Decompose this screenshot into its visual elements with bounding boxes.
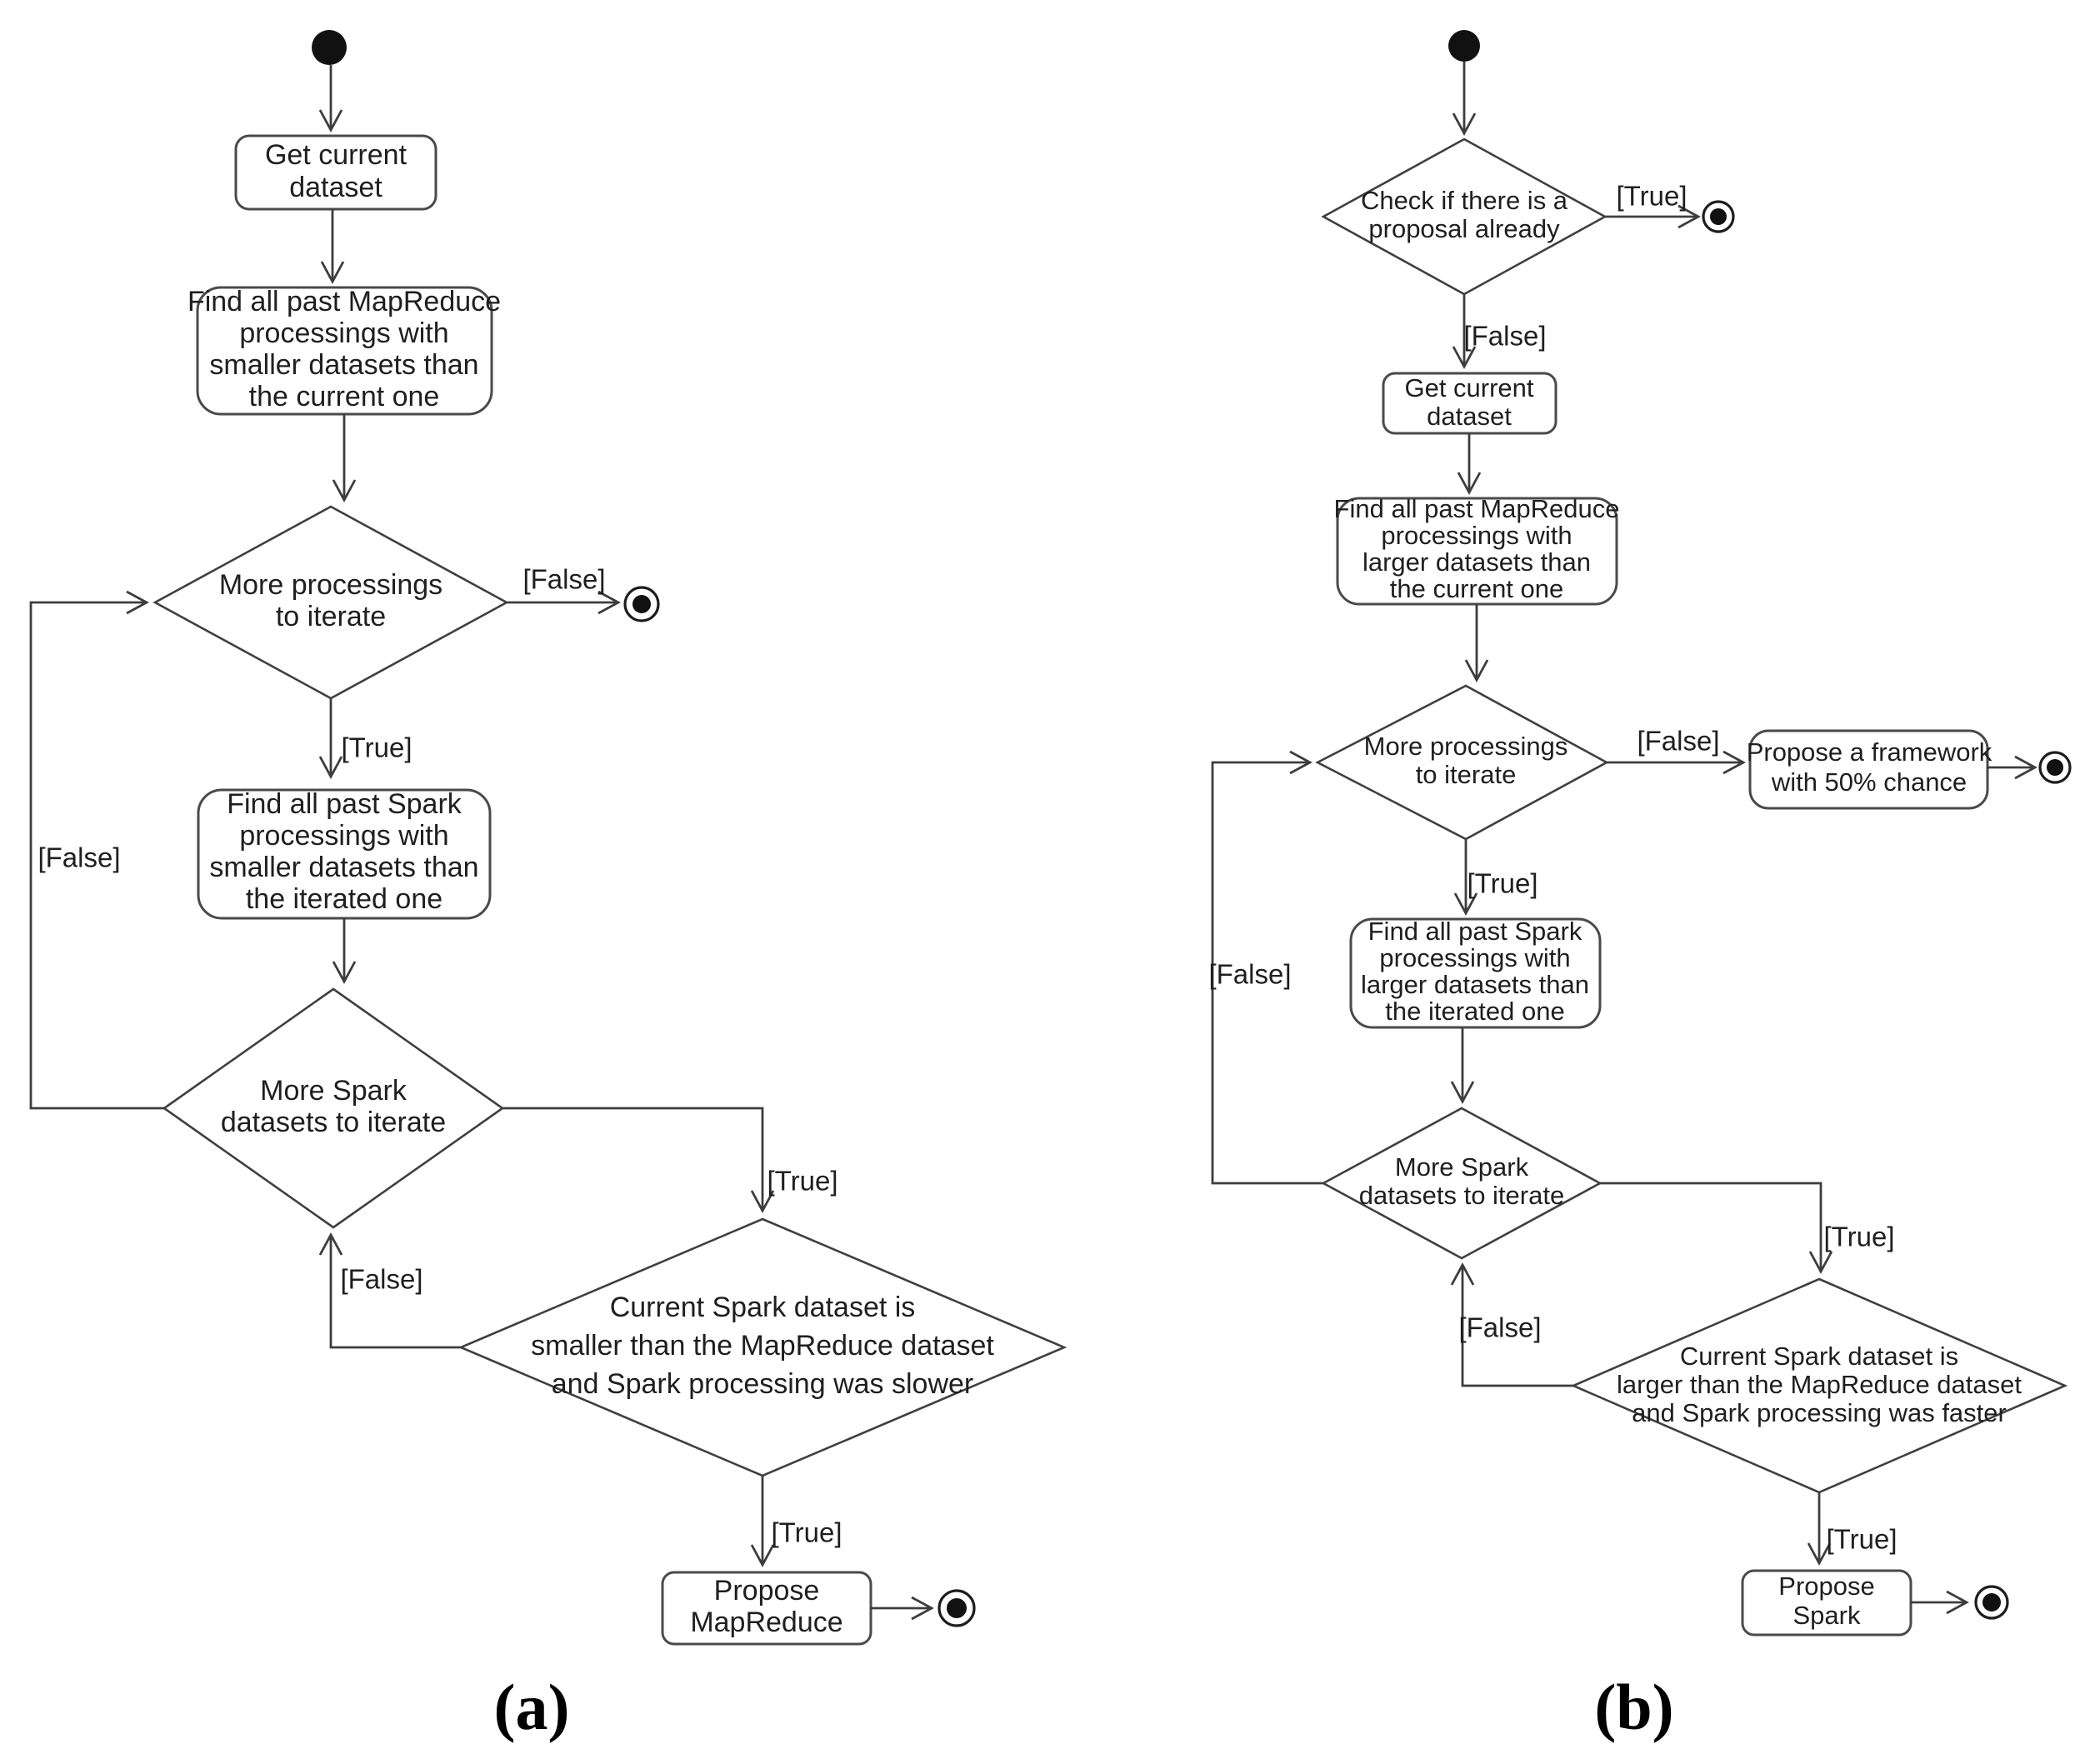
b-action-find-spark-shape: [1349, 917, 1602, 1029]
b-guard-check-false: [False]: [1463, 321, 1546, 352]
a-action-find-spark: Find all past Spark processings with sma…: [197, 788, 492, 920]
a-action-find-spark-label: smaller datasets than: [209, 852, 478, 883]
a-decision-compare-label: smaller than the MapReduce dataset: [531, 1330, 994, 1362]
b-decision-more-processings: More processings to iterate: [1315, 684, 1609, 841]
a-action-propose-mapreduce-label: MapReduce: [690, 1607, 842, 1638]
a-decision-compare-label: Current Spark dataset is: [610, 1292, 916, 1323]
a-action-find-mapreduce-label: the current one: [249, 381, 440, 412]
b-action-find-mapreduce: Find all past MapReduce processings with…: [1334, 494, 1620, 606]
a-decision-more-processings: More processings to iterate: [152, 505, 509, 700]
b-start-node: [1448, 30, 1480, 62]
a-decision-more-processings-label: More processings: [219, 569, 442, 601]
a-action-find-spark-label: processings with: [239, 820, 448, 852]
b-action-find-spark-label: larger datasets than: [1361, 970, 1589, 999]
a-action-get-dataset-shape: [234, 134, 438, 211]
b-guard-morespark-true: [True]: [1824, 1222, 1895, 1252]
b-action-find-mapreduce-label: processings with: [1381, 521, 1572, 550]
b-final-node-top: [1702, 200, 1735, 233]
a-guard-moreproc-false: [False]: [522, 564, 605, 595]
b-edge-morespark-true: [1600, 1182, 1833, 1274]
a-final-node-top: [623, 586, 660, 622]
b-action-find-mapreduce-label: larger datasets than: [1362, 547, 1591, 577]
a-decision-compare-label: and Spark processing was slower: [552, 1368, 973, 1400]
b-action-propose-spark: Propose Spark: [1741, 1569, 1912, 1637]
b-edge-compare-false: [1450, 1262, 1573, 1387]
b-action-propose-spark-label: Propose: [1778, 1572, 1874, 1601]
diagram-b: Check if there is a proposal already [Tr…: [1208, 30, 2072, 1743]
b-action-find-mapreduce-label: the current one: [1390, 574, 1564, 603]
a-guard-moreproc-true: [True]: [342, 732, 412, 763]
b-action-get-dataset: Get current dataset: [1382, 372, 1558, 435]
a-action-find-spark-label: the iterated one: [246, 883, 442, 915]
a-final-node-bottom-inner: [947, 1598, 967, 1618]
a-final-node-top-inner: [632, 595, 651, 613]
b-decision-more-processings-label: to iterate: [1416, 760, 1517, 789]
a-action-propose-mapreduce-label: Propose: [714, 1575, 820, 1607]
a-action-find-mapreduce-label: Find all past MapReduce: [188, 286, 501, 317]
a-action-get-dataset-label: Get current: [265, 139, 408, 171]
a-action-find-spark-label: Find all past Spark: [227, 788, 462, 820]
a-start-node: [312, 30, 347, 65]
b-action-propose-spark-label: Spark: [1793, 1601, 1861, 1630]
b-action-find-spark-label: Find all past Spark: [1368, 917, 1582, 946]
b-decision-compare-label: larger than the MapReduce dataset: [1617, 1370, 2022, 1399]
b-final-node-top-inner: [1710, 208, 1727, 225]
b-decision-check-proposal-label: proposal already: [1368, 214, 1560, 243]
b-action-find-spark-label: processings with: [1379, 943, 1570, 972]
b-caption: (b): [1594, 1671, 1673, 1743]
a-final-node-bottom: [938, 1589, 976, 1627]
b-action-find-mapreduce-label: Find all past MapReduce: [1334, 494, 1620, 523]
b-final-node-framework: [2038, 751, 2072, 784]
a-action-get-dataset-label: dataset: [289, 172, 382, 203]
b-guard-check-true: [True]: [1617, 181, 1688, 212]
b-action-propose-framework: Propose a framework with 50% chance: [1747, 729, 1992, 810]
b-decision-more-spark-label: More Spark: [1395, 1152, 1529, 1182]
b-decision-check-proposal: Check if there is a proposal already: [1321, 137, 1608, 296]
b-final-node-bottom: [1974, 1585, 2009, 1620]
a-decision-more-processings-label: to iterate: [276, 601, 386, 632]
b-decision-more-spark: More Spark datasets to iterate: [1321, 1107, 1602, 1260]
a-action-find-mapreduce-label: smaller datasets than: [209, 349, 478, 381]
a-edge-morespark-true: [502, 1107, 775, 1213]
b-action-find-spark-label: the iterated one: [1385, 997, 1564, 1026]
a-decision-more-spark: More Spark datasets to iterate: [162, 987, 505, 1229]
a-guard-morespark-true: [True]: [768, 1166, 838, 1197]
b-decision-compare: Current Spark dataset is larger than the…: [1570, 1277, 2068, 1494]
b-decision-more-spark-shape: [1321, 1107, 1602, 1260]
a-caption: (a): [494, 1671, 570, 1743]
b-edge-morespark-loop-false: [1211, 750, 1323, 1185]
b-guard-compare-false: [False]: [1458, 1312, 1541, 1343]
a-decision-more-spark-label: datasets to iterate: [221, 1107, 446, 1138]
b-final-node-framework-inner: [2047, 759, 2063, 776]
b-guard-morespark-loop-false: [False]: [1208, 959, 1291, 990]
b-guard-compare-true: [True]: [1827, 1524, 1898, 1555]
b-action-find-spark: Find all past Spark processings with lar…: [1349, 917, 1602, 1029]
a-action-propose-mapreduce: Propose MapReduce: [661, 1571, 872, 1646]
a-decision-more-spark-shape: [162, 987, 505, 1229]
a-action-find-mapreduce-label: processings with: [239, 317, 448, 349]
a-edge-compare-false: [318, 1232, 461, 1349]
b-decision-more-spark-label: datasets to iterate: [1359, 1181, 1564, 1210]
b-decision-check-proposal-label: Check if there is a: [1361, 186, 1568, 215]
a-edge-morespark-loop-false: [29, 590, 164, 1110]
b-decision-compare-label: Current Spark dataset is: [1680, 1342, 1958, 1371]
a-action-find-mapreduce: Find all past MapReduce processings with…: [188, 286, 501, 416]
b-action-get-dataset-label: dataset: [1427, 402, 1512, 431]
diagram-a: Get current dataset Find all past MapRed…: [29, 30, 1068, 1743]
b-decision-more-processings-label: More processings: [1364, 732, 1568, 761]
a-guard-morespark-loop-false: [False]: [38, 842, 120, 873]
b-action-propose-framework-label: with 50% chance: [1771, 767, 1967, 797]
b-decision-compare-label: and Spark processing was faster: [1632, 1398, 2007, 1427]
b-action-propose-framework-label: Propose a framework: [1747, 737, 1992, 767]
a-decision-more-spark-label: More Spark: [260, 1075, 408, 1107]
a-guard-compare-false: [False]: [340, 1264, 422, 1295]
b-action-get-dataset-label: Get current: [1404, 373, 1533, 402]
b-action-propose-framework-shape: [1748, 729, 1989, 810]
b-final-node-bottom-inner: [1982, 1593, 2001, 1612]
a-decision-compare: Current Spark dataset is smaller than th…: [458, 1217, 1068, 1477]
a-action-get-dataset: Get current dataset: [234, 134, 438, 211]
a-guard-compare-true: [True]: [772, 1517, 842, 1548]
b-guard-moreproc-false: [False]: [1637, 726, 1719, 757]
b-guard-moreproc-true: [True]: [1468, 868, 1538, 899]
